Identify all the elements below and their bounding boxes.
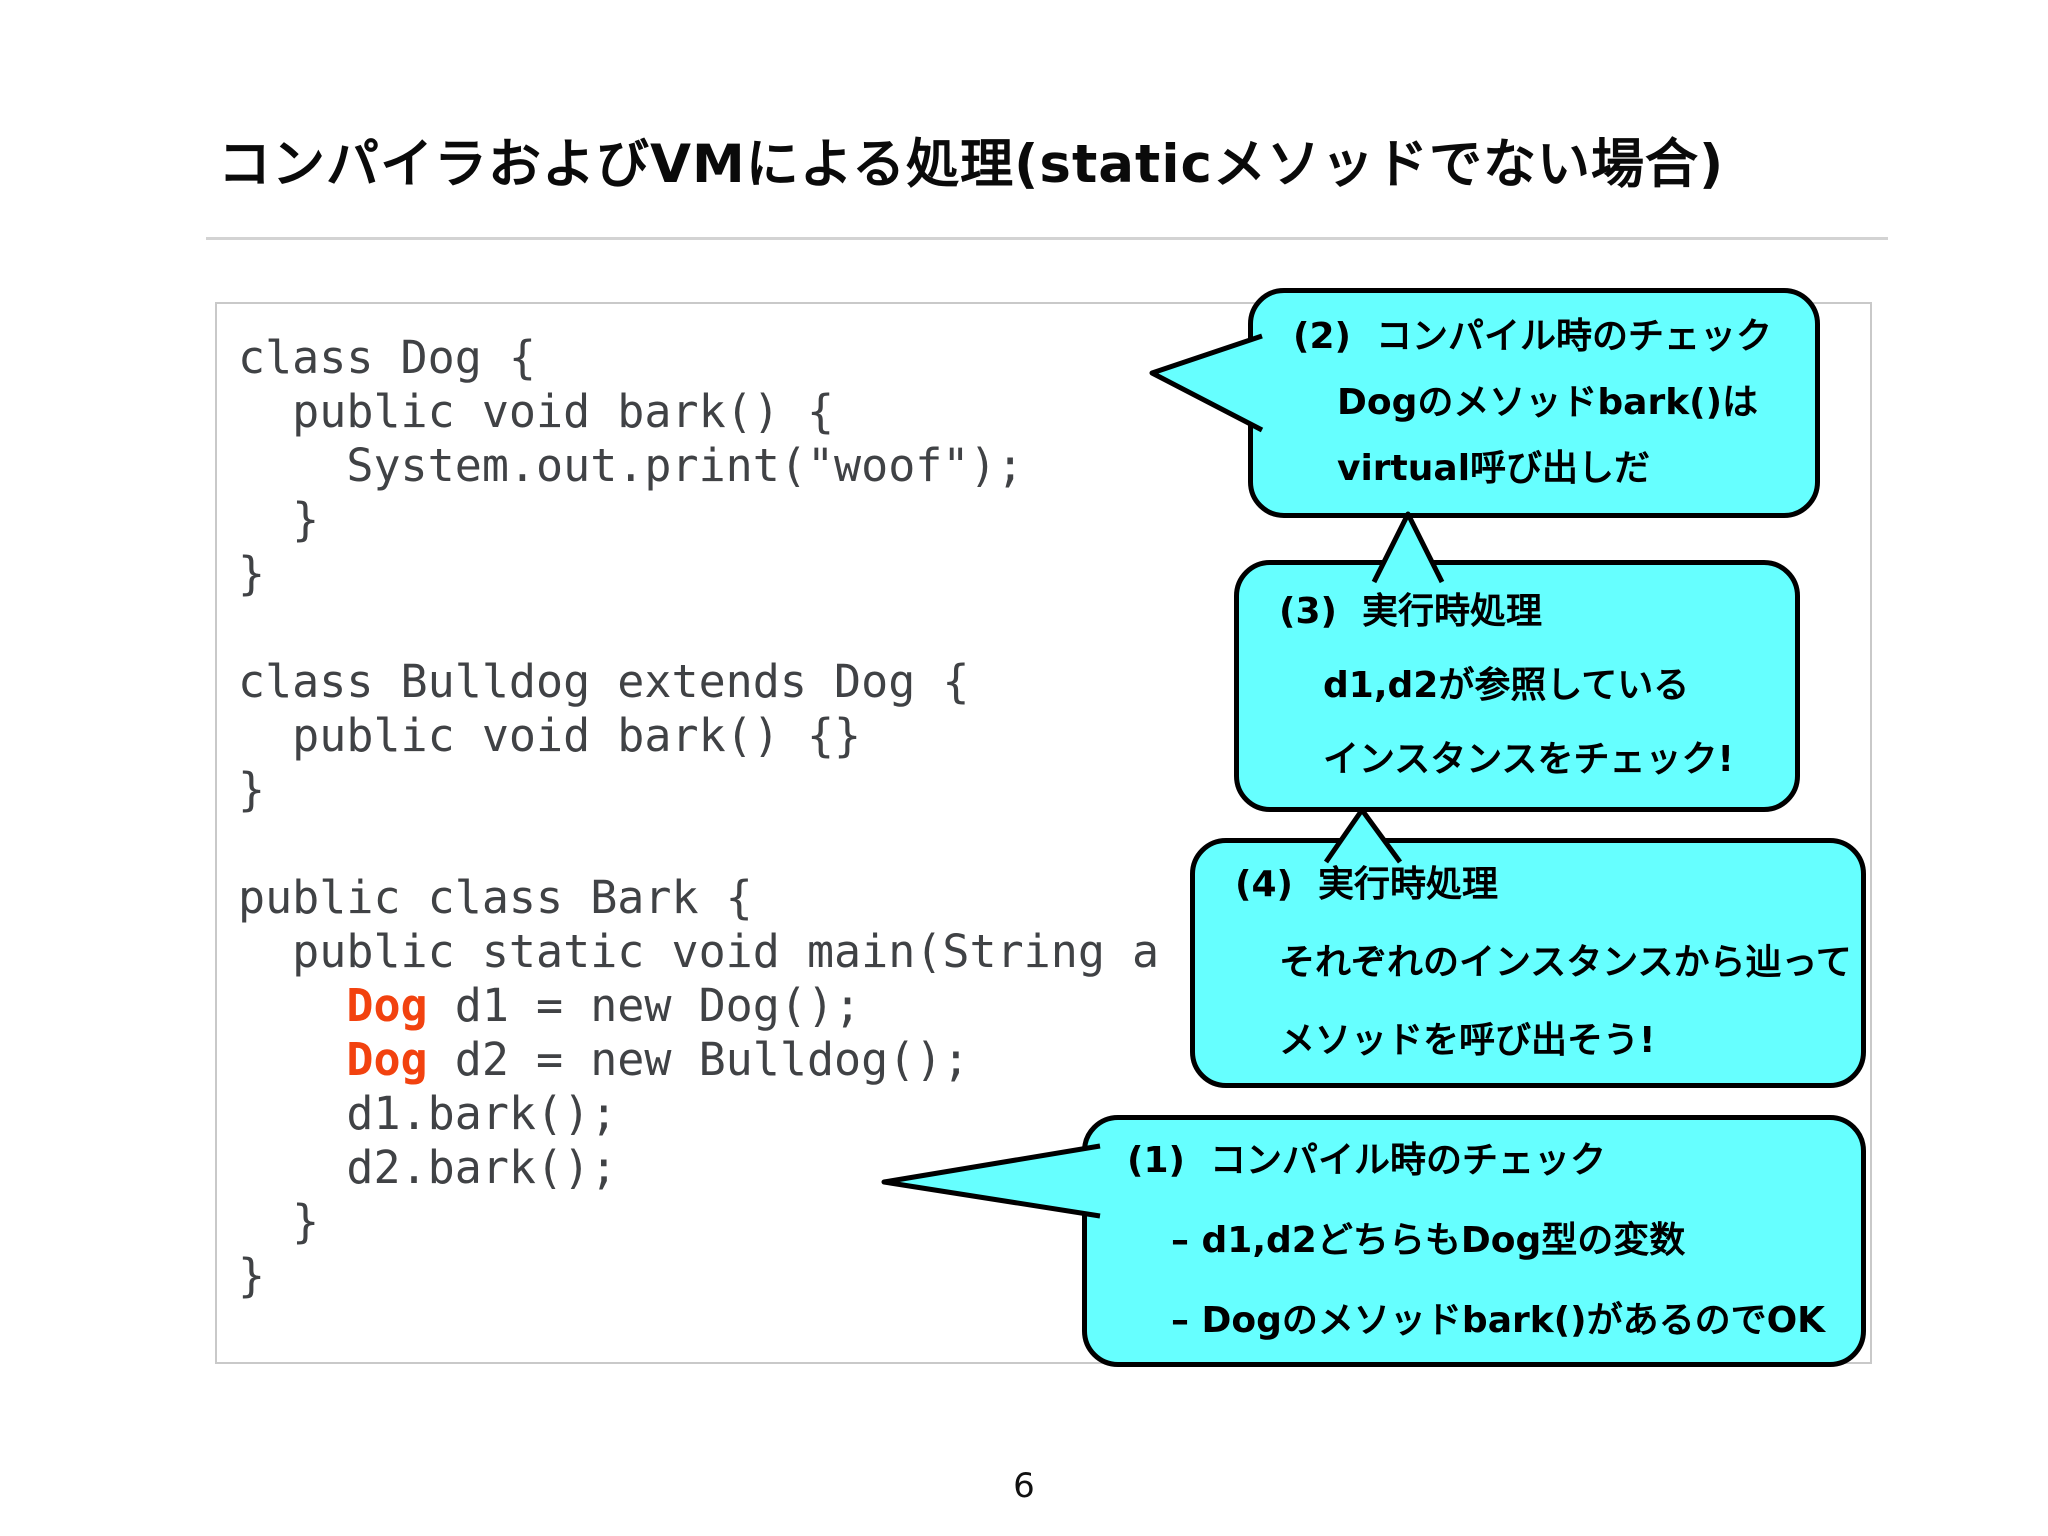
callout-line: インスタンスをチェック! xyxy=(1323,739,1734,780)
callout-line: (3) 実行時処理 xyxy=(1279,591,1543,632)
callout-line: (1) コンパイル時のチェック xyxy=(1127,1140,1607,1181)
code-line: d1.bark(); xyxy=(238,1087,618,1140)
callout-3-runtime-check: (3) 実行時処理 d1,d2が参照している インスタンスをチェック! xyxy=(1234,560,1800,812)
code-line: } xyxy=(238,547,266,600)
page-number: 6 xyxy=(1013,1466,1035,1506)
code-line: d2.bark(); xyxy=(238,1141,618,1194)
callout-line: – d1,d2どちらもDog型の変数 xyxy=(1171,1220,1686,1261)
callout-1-compile-check: (1) コンパイル時のチェック – d1,d2どちらもDog型の変数 – Dog… xyxy=(1082,1115,1866,1367)
code-line: Dog d2 = new Bulldog(); xyxy=(346,1033,970,1086)
callout-line: virtual呼び出しだ xyxy=(1337,448,1651,489)
callout-line: メソッドを呼び出そう! xyxy=(1279,1020,1656,1061)
callout-line: (2) コンパイル時のチェック xyxy=(1293,316,1773,357)
dog-type-highlight: Dog xyxy=(346,1033,428,1086)
code-line: public void bark() { xyxy=(238,385,835,438)
dog-type-highlight: Dog xyxy=(346,979,428,1032)
code-line: System.out.print("woof"); xyxy=(238,439,1024,492)
callout-line: – Dogのメソッドbark()があるのでOK xyxy=(1171,1300,1826,1341)
title-underline xyxy=(206,237,1888,240)
code-line: public void bark() {} xyxy=(238,709,862,762)
code-line xyxy=(238,817,1159,871)
callout-line: Dogのメソッドbark()は xyxy=(1337,382,1759,423)
code-line: class Dog { xyxy=(238,331,537,384)
code-line: } xyxy=(238,1249,266,1302)
code-line: Dog d1 = new Dog(); xyxy=(346,979,862,1032)
callout-line: d1,d2が参照している xyxy=(1323,665,1690,706)
code: class Dog { public void bark() { System.… xyxy=(238,331,1159,1303)
code-line: } xyxy=(238,763,266,816)
code-line: } xyxy=(238,1195,320,1248)
callout-4-runtime-dispatch: (4) 実行時処理 それぞれのインスタンスから辿って メソッドを呼び出そう! xyxy=(1190,838,1866,1088)
code-line: public static void main(String a xyxy=(238,925,1160,978)
code-line: public class Bark { xyxy=(238,871,753,924)
callout-2-compile-check: (2) コンパイル時のチェック Dogのメソッドbark()は virtual呼… xyxy=(1248,288,1820,518)
code-line: } xyxy=(238,493,320,546)
code-line: class Bulldog extends Dog { xyxy=(238,655,970,708)
code-line xyxy=(238,601,1159,655)
slide-title: コンパイラおよびVMによる処理(staticメソッドでない場合) xyxy=(218,134,1725,195)
callout-line: (4) 実行時処理 xyxy=(1235,864,1499,905)
callout-line: それぞれのインスタンスから辿って xyxy=(1279,942,1852,983)
